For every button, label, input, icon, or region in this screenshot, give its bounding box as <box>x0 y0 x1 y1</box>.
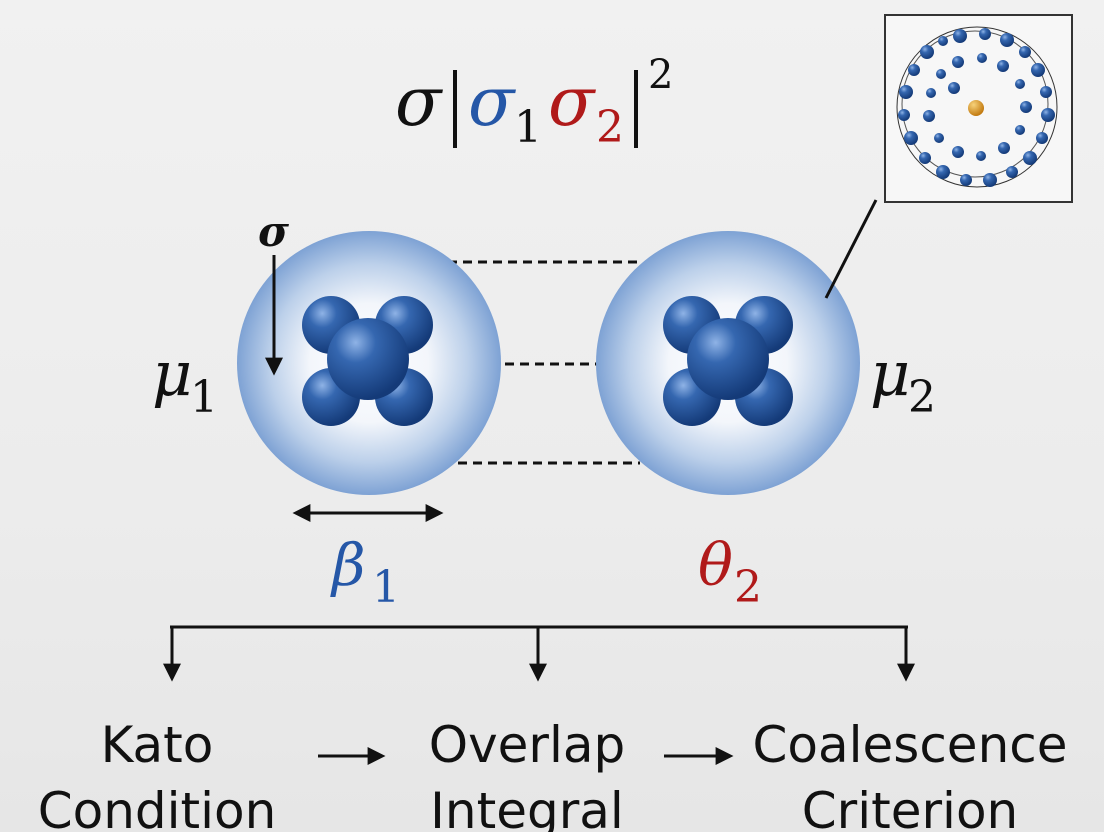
spin-label: σ <box>258 207 289 256</box>
sphere-right <box>596 231 860 495</box>
beta-1-sub: 1 <box>372 562 400 613</box>
sphere-left <box>237 231 501 495</box>
mu-1-label: μ <box>152 337 192 410</box>
flow-step-coalescence-line2: Criterion <box>802 782 1018 832</box>
flow-step-overlap: Overlap Integral <box>429 716 626 832</box>
mu-2-label: μ <box>870 337 910 410</box>
theta-2-sub: 2 <box>734 562 762 613</box>
formula-sub-2: 2 <box>596 102 624 153</box>
flow-step-overlap-line2: Integral <box>430 782 624 832</box>
formula: σ σ 1 σ 2 2 <box>395 52 673 153</box>
flow-step-kato: Kato Condition <box>38 716 277 832</box>
beta-1-label: β <box>330 531 366 599</box>
flow-step-kato-line2: Condition <box>38 782 277 832</box>
formula-sigma-1: σ <box>468 63 516 142</box>
formula-sub-1: 1 <box>514 102 542 153</box>
flow-step-overlap-line1: Overlap <box>429 716 626 774</box>
mu-1-sub: 1 <box>190 372 218 423</box>
theta-2-label: θ <box>698 531 733 599</box>
inset-leader-line <box>826 200 876 298</box>
inset-panel <box>826 15 1072 298</box>
formula-exponent: 2 <box>648 52 673 98</box>
flow-step-kato-line1: Kato <box>101 716 214 774</box>
flow-step-coalescence: Coalescence Criterion <box>752 716 1067 832</box>
formula-sigma-2: σ <box>548 63 596 142</box>
formula-sigma: σ <box>395 63 443 142</box>
flow-step-coalescence-line1: Coalescence <box>752 716 1067 774</box>
mu-2-sub: 2 <box>908 372 936 423</box>
